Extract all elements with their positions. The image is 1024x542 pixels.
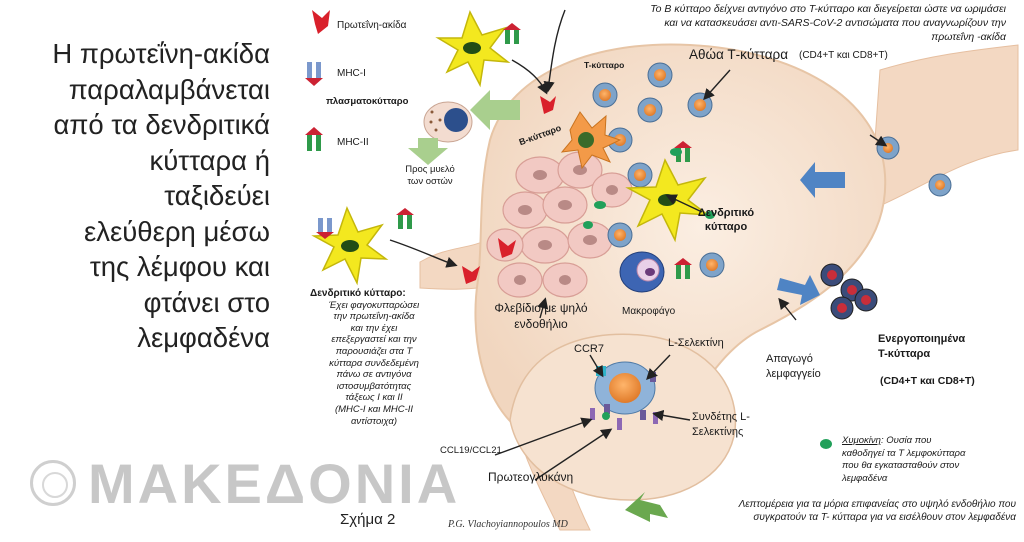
chemokine-line: καθοδηγεί τα Τ λεμφοκύτταρα	[842, 447, 966, 459]
heading-line: κύτταρα ή	[149, 144, 270, 176]
dc-note-line: (MHC-I και MHC-II	[334, 403, 414, 415]
blood-vessel	[869, 44, 1019, 211]
watermark-text: MAKEΔONIA	[88, 452, 461, 515]
heading-line: ελεύθερη μέσω	[84, 215, 270, 247]
dc-note: Δενδριτικό κύτταρο: Έχει φαγοκυτταρώσει …	[310, 288, 434, 427]
chemokine-line: λεμφαδένα	[842, 472, 888, 484]
heading-line: ταξιδεύει	[164, 180, 270, 211]
heading-line: Η πρωτεΐνη-ακίδα	[52, 38, 270, 69]
flow-arrow-blue	[800, 162, 845, 198]
naive-tcells-sub: (CD4+T και CD8+T)	[799, 50, 888, 61]
efferent-label: Απαγωγό λεμφαγγείο	[766, 352, 821, 382]
efferent-line: Απαγωγό	[766, 353, 813, 365]
marrow-line: Προς μυελό	[405, 164, 455, 175]
dendritic-label: Δενδριτικό κύτταρο	[686, 206, 766, 234]
legend-mhc1-label: MHC-I	[337, 68, 366, 79]
bottom-note: Λεπτομέρεια για τα μόρια επιφανείας στο …	[620, 498, 1016, 524]
chemokine-note: Χυμοκίνη: Ουσία που καθοδηγεί τα Τ λεμφο…	[842, 435, 965, 485]
plasma-cell	[423, 101, 473, 143]
ligand-line: Σελεκτίνης	[692, 426, 744, 438]
flow-arrow-efferent	[777, 275, 820, 305]
flow-arrow-detail	[625, 492, 668, 522]
pointer-arrows	[389, 9, 888, 481]
dc-note-line: κύτταρα συνδεδεμένη	[329, 357, 419, 369]
tcell-label: Τ-κύτταρο	[584, 60, 625, 70]
ccl-label: CCL19/CCL21	[440, 445, 502, 456]
activated-line: Τ-κύτταρα	[878, 348, 931, 360]
dc-note-title: Δενδριτικό κύτταρο:	[310, 288, 406, 299]
naive-t-cells	[592, 62, 952, 278]
legend-mhc2-label: MHC-II	[337, 137, 369, 148]
figure-caption: Σχήμα 2	[340, 511, 396, 528]
dc-note-line: τάξεως Ι και ΙΙ	[345, 392, 403, 404]
marrow-label: Προς μυελό των οστών	[394, 164, 466, 188]
hev-label: Φλεβίδιο με ψηλό ενδοθήλιο	[476, 300, 606, 332]
activated-t-cells	[820, 263, 878, 320]
dc-note-line: και την έχει	[350, 322, 398, 334]
heading-line: λεμφαδένα	[137, 322, 270, 353]
flow-arrow-green	[470, 90, 520, 130]
activated-line: Ενεργοποιημένα	[878, 333, 966, 345]
hev-line: Φλεβίδιο με ψηλό	[494, 301, 588, 315]
bottom-note-line: συγκρατούν τα Τ- κύτταρα για να εισέλθου…	[753, 512, 1016, 523]
heading-line: παραλαμβάνεται	[68, 73, 270, 105]
ligand-line: Συνδέτης L-	[692, 411, 750, 423]
author-signature: P.G. Vlachoyiannopoulos MD	[448, 519, 568, 530]
naive-tcells-label: Αθώα Τ-κύτταρα	[689, 47, 789, 62]
slide-heading: Η πρωτεΐνη-ακίδα παραλαμβάνεται από τα δ…	[8, 36, 270, 356]
dc-note-line: Έχει φαγοκυτταρώσει	[328, 299, 420, 311]
spike-proteins	[312, 10, 556, 284]
macrophage	[619, 251, 665, 293]
dc-note-line: ιστοσυμβατότητας	[336, 380, 412, 392]
activated-label: Ενεργοποιημένα Τ-κύτταρα	[878, 332, 965, 362]
top-note-line: Το Β κύτταρο δείχνει αντιγόνο στο Τ-κύττ…	[650, 3, 1006, 15]
chemokine-dots	[583, 148, 832, 449]
top-note-line: πρωτεΐνη -ακίδα	[931, 31, 1006, 43]
chemokine-line: : Ουσία που	[880, 435, 932, 446]
top-note-line: και να κατασκευάσει αντι-SARS-CoV-2 αντι…	[664, 17, 1006, 29]
heading-line: της λέμφου και	[89, 251, 270, 282]
proteoglycan-label: Πρωτεογλυκάνη	[488, 470, 574, 484]
watermark-seal-icon	[30, 460, 76, 506]
b-cell	[560, 111, 622, 170]
endothelial-nuclei	[514, 165, 618, 285]
flow-arrow-marrow	[408, 138, 448, 165]
activated-sub: (CD4+T και CD8+T)	[880, 375, 975, 387]
dc-note-line: παρουσιάζει στα Τ	[335, 345, 413, 357]
dc-note-line: αντίστοιχα)	[351, 415, 397, 427]
lymph-node-diagram	[305, 9, 1019, 531]
marrow-line: των οστών	[407, 176, 453, 187]
legend-spike-label: Πρωτεΐνη-ακίδα	[337, 20, 407, 31]
chemokine-term: Χυμοκίνη	[842, 435, 881, 446]
lselectin-label: L-Σελεκτίνη	[668, 337, 724, 349]
watermark: MAKEΔONIA	[30, 452, 480, 516]
chemokine-line: που θα εγκατασταθούν στον	[842, 460, 960, 471]
top-note: Το Β κύτταρο δείχνει αντιγόνο στο Τ-κύττ…	[556, 2, 1006, 44]
dc-note-line: την πρωτεΐνη-ακίδα	[333, 311, 415, 323]
dendritic-line: κύτταρο	[704, 221, 748, 233]
dendritic-line: Δενδριτικό	[697, 207, 755, 219]
efferent-line: λεμφαγγείο	[766, 368, 821, 380]
dc-note-line: επεξεργαστεί και την	[331, 334, 417, 346]
macrophage-label: Μακροφάγο	[622, 306, 676, 317]
heading-line: από τα δενδριτικά	[53, 109, 270, 140]
heading-line: φτάνει στο	[143, 286, 270, 318]
ccr7-label: CCR7	[574, 343, 604, 355]
dc-note-line: πάνω σε αντιγόνα	[336, 369, 412, 381]
bottom-note-line: Λεπτομέρεια για τα μόρια επιφανείας στο …	[738, 499, 1016, 510]
hev-line: ενδοθήλιο	[514, 317, 568, 331]
legend-plasma-label: πλασματοκύτταρο	[326, 96, 409, 107]
ligand-label: Συνδέτης L- Σελεκτίνης	[692, 410, 750, 440]
